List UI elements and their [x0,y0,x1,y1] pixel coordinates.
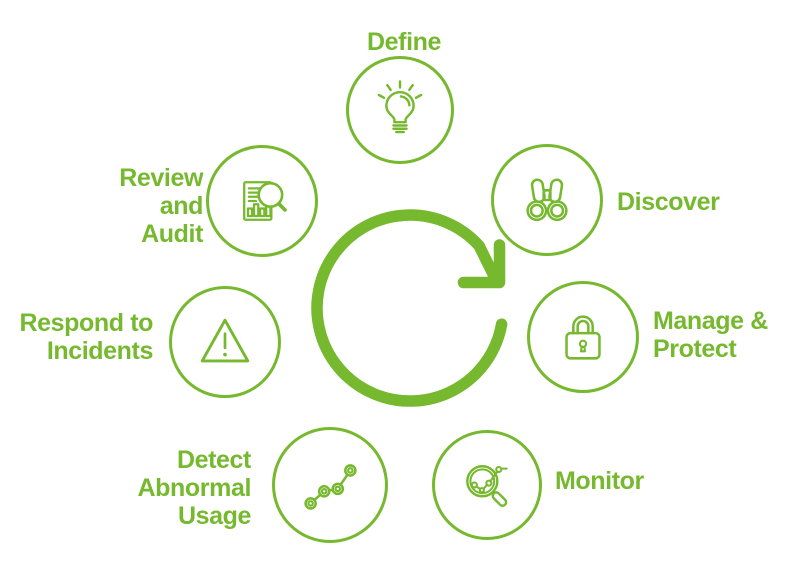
stage-detect-abnormal-circle [272,427,388,543]
stage-respond-incidents-circle [169,286,281,398]
stage-monitor-circle [432,430,542,540]
stage-manage-protect-label: Manage & Protect [653,307,768,363]
stage-define-label: Define [366,28,442,56]
warning-triangle-icon [200,318,250,363]
stage-monitor-label: Monitor [555,467,644,495]
document-magnifier-icon [243,181,287,221]
cycle-clockwise-arrow-icon [311,209,508,407]
stage-manage-protect-circle [527,281,639,393]
stage-review-audit-label: Review and Audit [119,164,203,248]
trend-nodes-icon [304,464,357,510]
lightbulb-icon [377,80,423,134]
stage-detect-abnormal-label: Detect Abnormal Usage [137,446,252,530]
binoculars-icon [526,178,568,222]
magnifier-chart-icon [466,465,508,507]
stage-review-audit-circle [206,145,318,257]
stage-respond-incidents-label: Respond to Incidents [19,309,154,365]
stage-discover-label: Discover [617,188,720,216]
stage-define-circle [346,56,454,164]
stage-discover-circle [491,144,603,256]
padlock-icon [565,315,601,360]
